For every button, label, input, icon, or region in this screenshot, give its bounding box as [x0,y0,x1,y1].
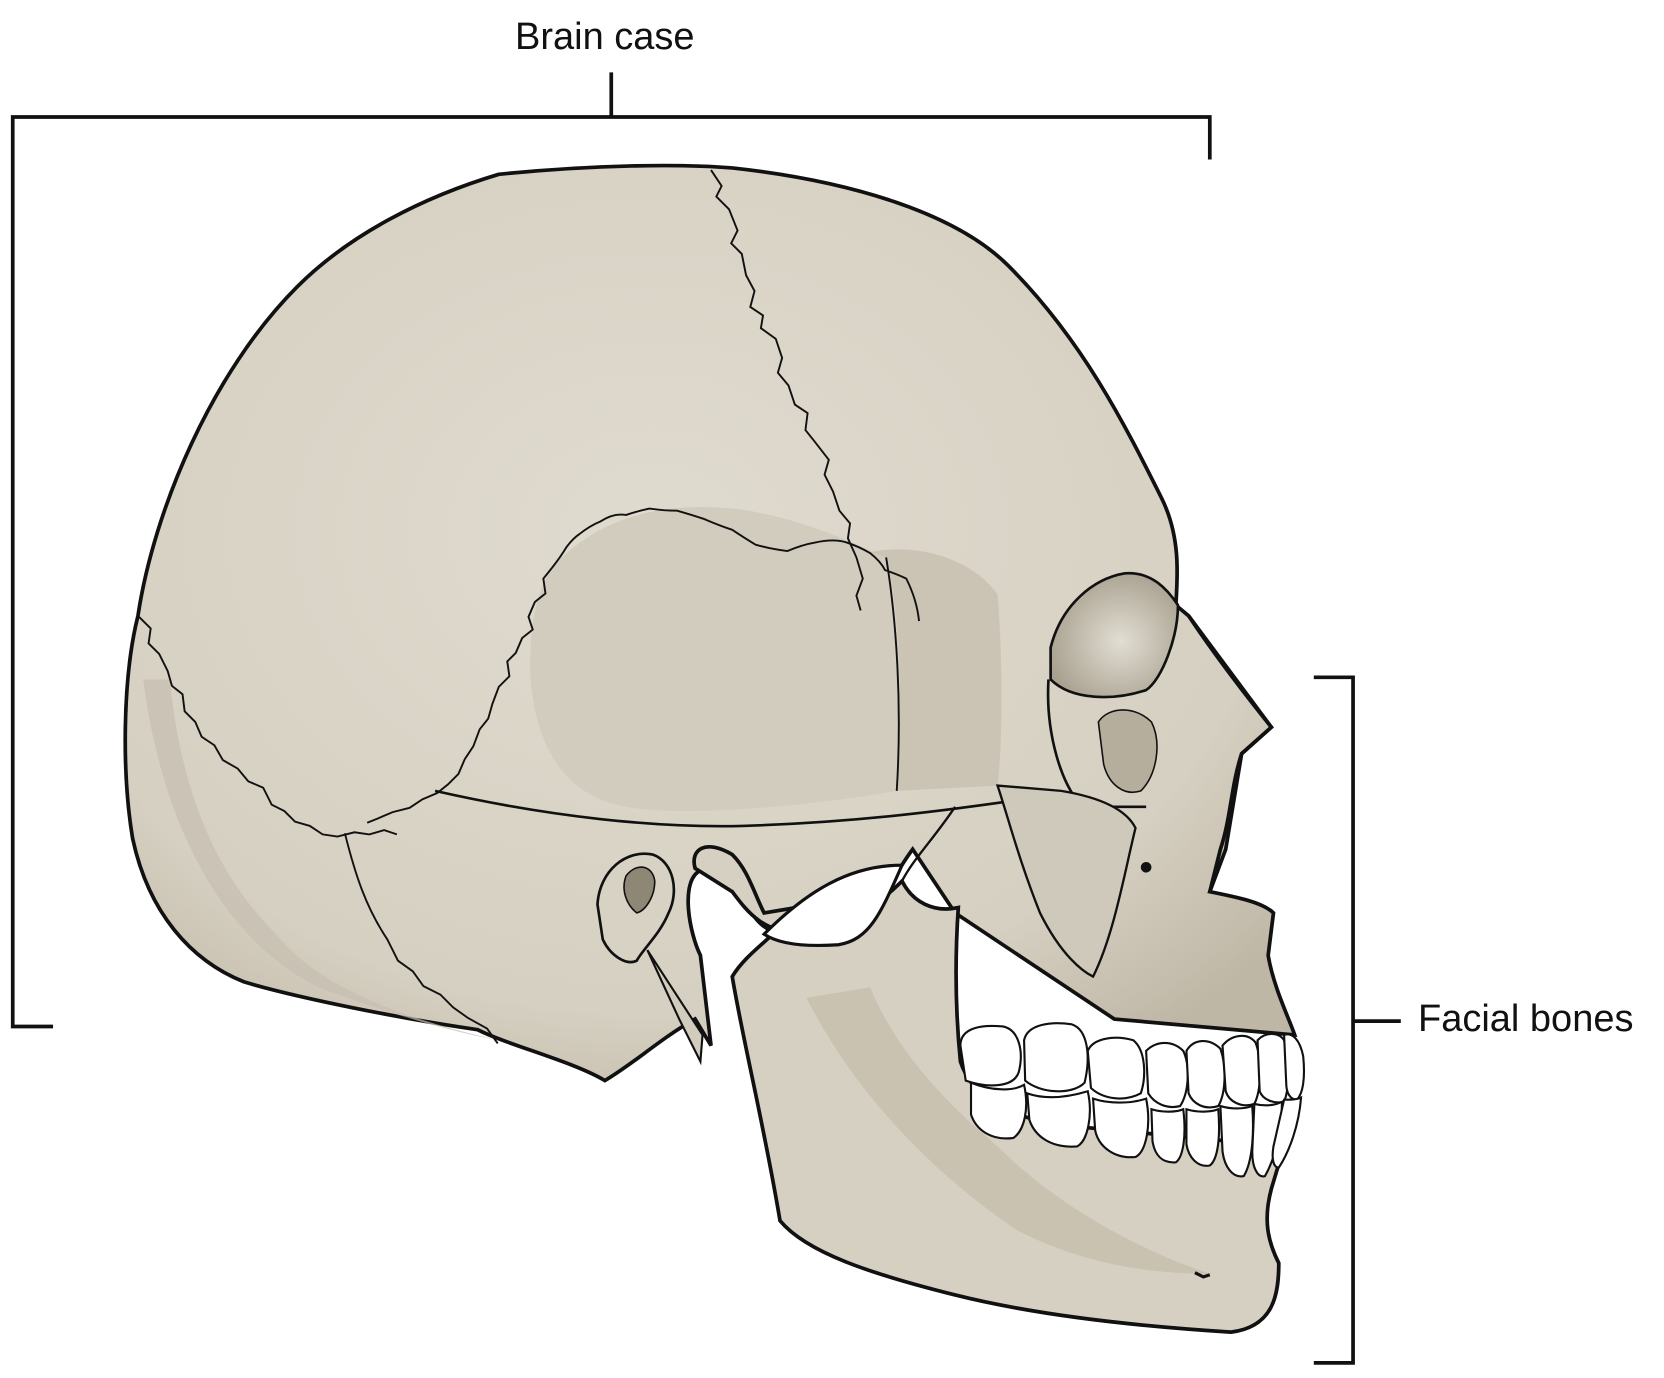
mandible [692,844,1287,1334]
facial-bones-bracket [1313,675,1401,1365]
teeth [959,1022,1306,1178]
cranial-sutures [137,169,920,1045]
nasal-profile [1187,614,1274,893]
brain-case-bracket [10,72,1212,1029]
brain-case-label: Brain case [515,16,695,58]
orbit [1046,571,1180,809]
ear-canal [596,852,704,1066]
zygomatic-maxilla [900,784,1152,979]
facial-bones-label: Facial bones [1418,998,1634,1040]
